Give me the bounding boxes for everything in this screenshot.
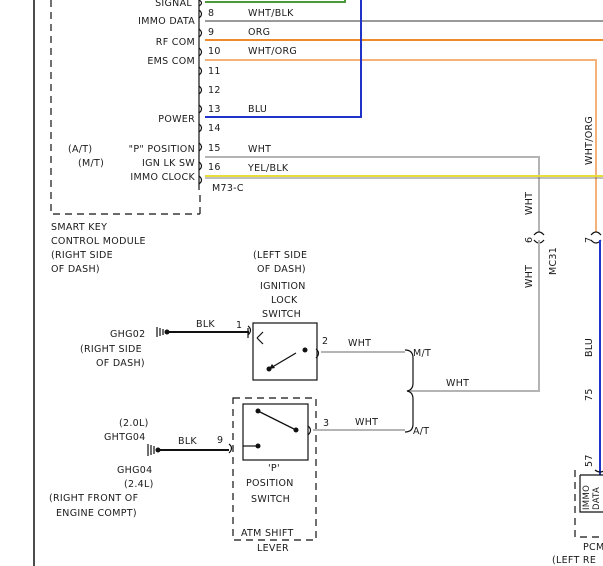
pos-wire-label-blk: BLK xyxy=(178,436,197,447)
right-column: WHT/ORG 7 BLU 75 57 IMMO DATA PCM (LEFT … xyxy=(552,116,603,566)
module-name-line1: SMART KEY xyxy=(51,222,107,233)
ign-ground-location-line2: OF DASH) xyxy=(96,358,145,369)
ign-location-line2: OF DASH) xyxy=(257,264,306,275)
right-pin-75: 75 xyxy=(584,388,595,401)
pin-number-10: 10 xyxy=(208,46,221,57)
pin-number-8: 8 xyxy=(208,8,214,19)
pos-wire-label-wht: WHT xyxy=(355,417,378,428)
wire-label-org: ORG xyxy=(248,27,270,38)
connector-mc31: WHT 6 MC31 WHT xyxy=(408,192,559,392)
wire-green xyxy=(205,0,346,3)
tag-at: (A/T) xyxy=(68,144,92,155)
mc31-pin: 6 xyxy=(524,237,535,243)
module-wires: WHT/BLK ORG WHT/ORG BLU WHT YEL/BLK xyxy=(205,0,603,232)
wire-label-blu: BLU xyxy=(248,104,267,115)
pos-pin-3: 3 xyxy=(323,418,329,429)
junction-label-mt: M/T xyxy=(413,348,431,359)
wire-label-wht-org: WHT/ORG xyxy=(248,46,297,57)
pin-label-immo-clock: IMMO CLOCK xyxy=(130,172,195,183)
pin-number-13: 13 xyxy=(208,104,221,115)
pin-number-14: 14 xyxy=(208,123,221,134)
ign-ground-location-line1: (RIGHT SIDE xyxy=(80,344,142,355)
wire-label-yel-blk: YEL/BLK xyxy=(247,163,289,174)
pos-name-line1: 'P' xyxy=(268,463,280,474)
wire-label-wht-blk: WHT/BLK xyxy=(248,8,294,19)
right-wire-label-blu: BLU xyxy=(584,338,595,357)
wire-wht-mc31-down xyxy=(408,240,540,392)
junction-mt-at: M/T A/T WHT xyxy=(404,348,469,437)
ign-location-line1: (LEFT SIDE xyxy=(253,250,307,261)
module-name-line3: (RIGHT SIDE xyxy=(51,250,113,261)
pos-lever-line1: ATM SHIFT xyxy=(241,528,294,539)
ign-wire-label-blk: BLK xyxy=(196,319,215,330)
wire-wht-p-position xyxy=(205,156,540,232)
junction-wire-label: WHT xyxy=(446,378,469,389)
pin-number-16: 16 xyxy=(208,162,221,173)
ign-name-line2: LOCK xyxy=(271,295,298,306)
ign-pin-1: 1 xyxy=(236,320,242,331)
pin-number-9: 9 xyxy=(208,27,214,38)
pin-label-signal: SIGNAL xyxy=(155,0,192,9)
pin-label-rf-com: RF COM xyxy=(156,37,195,48)
right-pin-7: 7 xyxy=(584,237,595,243)
ign-name-line3: SWITCH xyxy=(262,309,301,320)
pos-pin-9: 9 xyxy=(217,435,223,446)
module-name-line2: CONTROL MODULE xyxy=(51,236,146,247)
pos-ground-location-line2: ENGINE COMPT) xyxy=(56,508,137,519)
pcm-pin-label-data: DATA xyxy=(592,487,602,510)
pos-name-line3: SWITCH xyxy=(251,494,290,505)
wire-blu-power xyxy=(205,0,362,118)
ground-icon xyxy=(147,444,161,456)
ign-name-line1: IGNITION xyxy=(260,281,306,292)
module-name-line4: OF DASH) xyxy=(51,264,100,275)
pos-ground-ghg04: GHG04 xyxy=(117,465,152,476)
ign-ground-label: GHG02 xyxy=(110,329,145,340)
pin-label-power: POWER xyxy=(158,114,195,125)
pos-ground-location-line1: (RIGHT FRONT OF xyxy=(49,493,138,504)
pcm-location: (LEFT RE xyxy=(552,555,596,566)
module-connector-m73c xyxy=(198,0,203,190)
pcm-name: PCM xyxy=(583,542,603,553)
pin-label-p-position: "P" POSITION xyxy=(129,144,195,155)
pin-number-11: 11 xyxy=(208,66,221,77)
wire-wht-org xyxy=(205,59,597,232)
pos-variant-24l: (2.4L) xyxy=(124,479,154,490)
mc31-wire-label-bottom: WHT xyxy=(524,265,535,288)
right-pin-57: 57 xyxy=(584,454,595,467)
pin-label-ems-com: EMS COM xyxy=(147,56,195,67)
pin-label-immo-data: IMMO DATA xyxy=(138,16,195,27)
right-wire-label-wht-org: WHT/ORG xyxy=(584,116,595,165)
pos-variant-20l: (2.0L) xyxy=(119,418,149,429)
pin-label-ign-lk-sw: IGN LK SW xyxy=(142,158,195,169)
pos-name-line2: POSITION xyxy=(246,478,294,489)
connector-label-m73c: M73-C xyxy=(212,183,244,194)
smart-key-module: SIGNAL IMMO DATA RF COM EMS COM POWER "P… xyxy=(50,0,244,275)
ign-pin-2: 2 xyxy=(322,336,328,347)
ignition-lock-switch: (LEFT SIDE OF DASH) IGNITION LOCK SWITCH… xyxy=(80,250,405,381)
pos-lever-line2: LEVER xyxy=(257,543,289,554)
junction-label-at: A/T xyxy=(413,426,429,437)
pos-ground-ghtg04: GHTG04 xyxy=(104,432,146,443)
mc31-label: MC31 xyxy=(548,247,559,275)
ign-wire-label-wht: WHT xyxy=(348,338,371,349)
p-position-switch: 9 3 'P' POSITION SWITCH ATM SHIFT LEVER … xyxy=(49,397,405,554)
pcm-pin-label-immo: IMMO xyxy=(582,485,592,510)
wire-label-wht: WHT xyxy=(248,144,271,155)
pin-number-15: 15 xyxy=(208,143,221,154)
tag-mt: (M/T) xyxy=(78,158,104,169)
mc31-wire-label-top: WHT xyxy=(524,192,535,215)
pin-number-12: 12 xyxy=(208,85,221,96)
